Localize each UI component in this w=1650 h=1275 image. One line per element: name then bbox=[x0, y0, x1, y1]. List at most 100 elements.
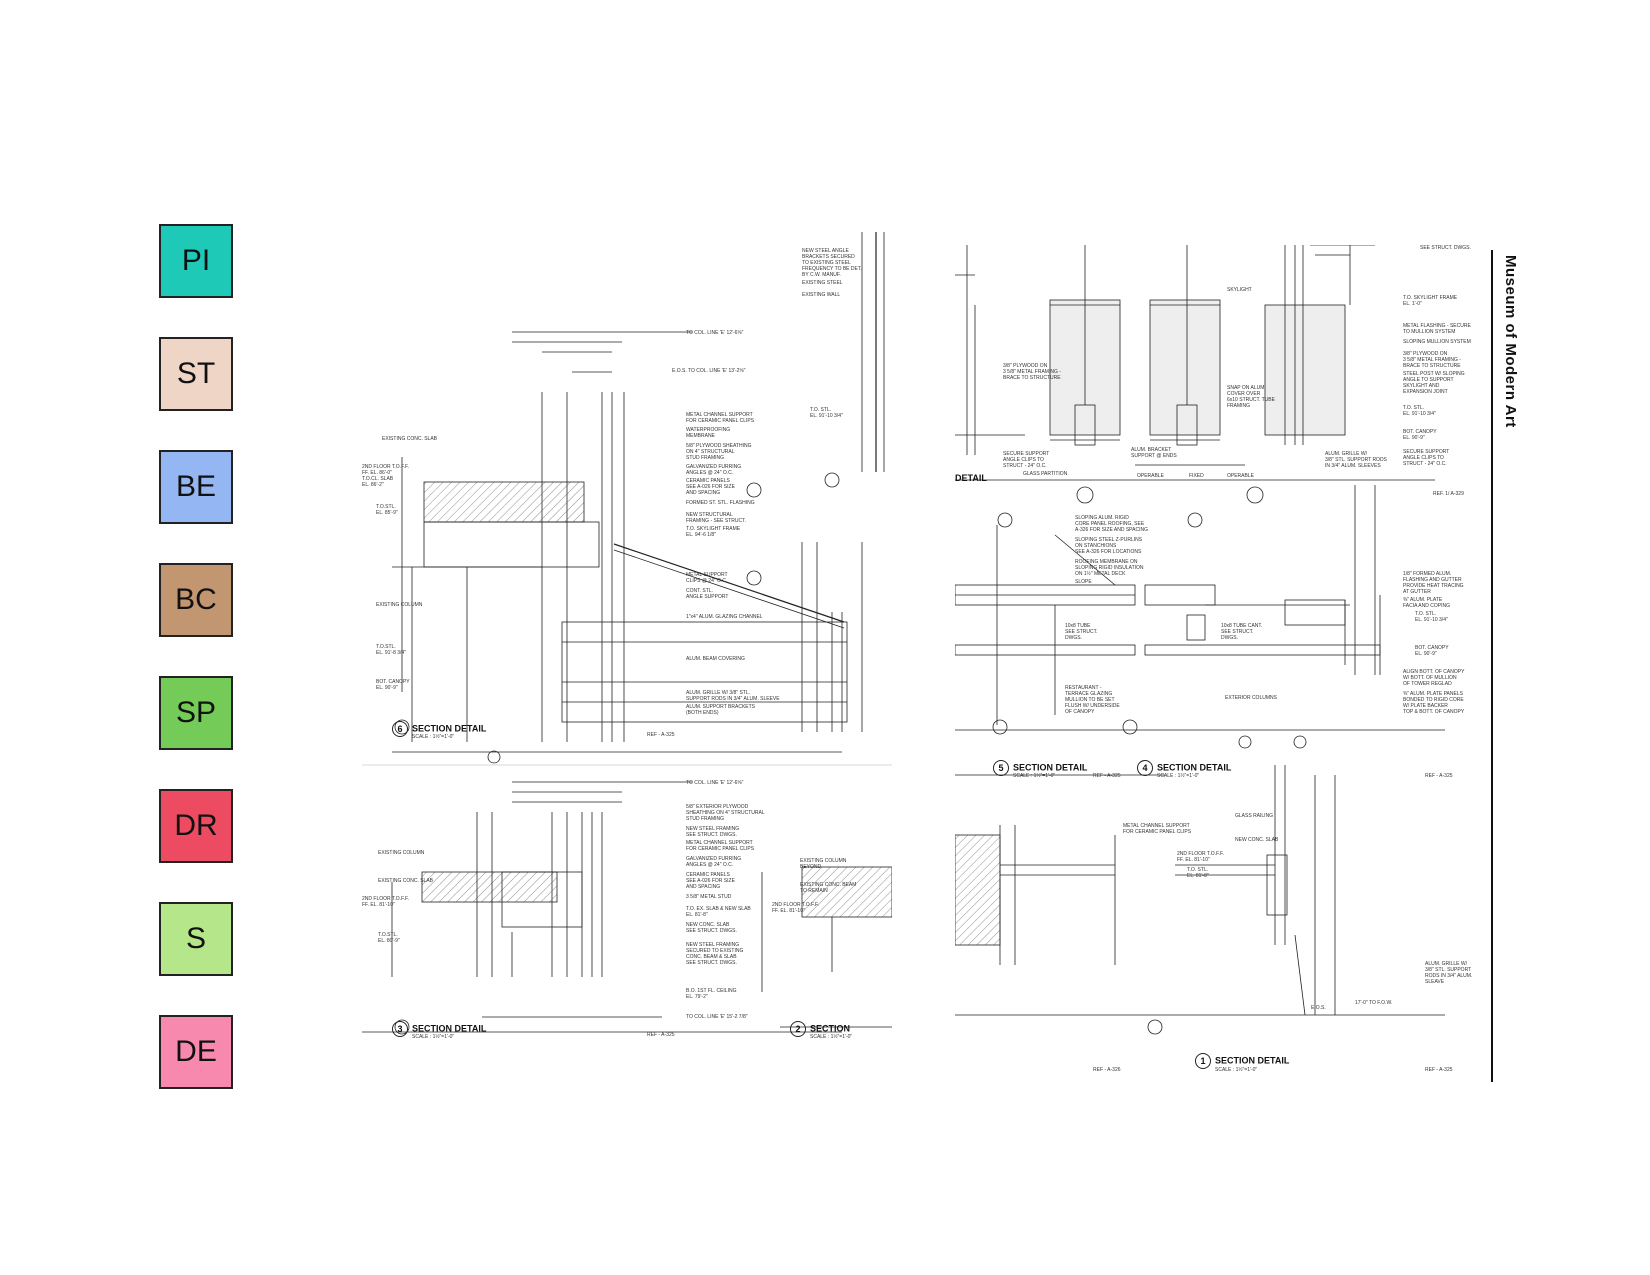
note-glass-partition: GLASS PARTITION bbox=[1023, 471, 1068, 477]
note-2nd-floor-r: 2ND FLOOR T.O.F.F.FF. EL. 81'-10" bbox=[1177, 851, 1224, 863]
detail-4-scale: SCALE : 1½"=1'-0" bbox=[1157, 773, 1200, 779]
note-to-stl-2: T.O.STL.EL. 85'-9" bbox=[376, 504, 398, 516]
detail-4-title: 4 SECTION DETAIL bbox=[1137, 760, 1231, 776]
detail-1-ref: REF - A-325 bbox=[1425, 1067, 1453, 1073]
top-detail-title: DETAIL bbox=[955, 473, 987, 483]
note-formed-flashing: FORMED ST. STL. FLASHING bbox=[686, 500, 755, 506]
detail-1-title-text: SECTION DETAIL bbox=[1215, 1055, 1290, 1066]
note-new-conc-slab: NEW CONC. SLAB bbox=[1235, 837, 1279, 843]
detail-5-number: 5 bbox=[993, 760, 1009, 776]
detail-3-title: 3 SECTION DETAIL bbox=[392, 1021, 486, 1037]
detail-1-number: 1 bbox=[1195, 1053, 1211, 1069]
note-metal-stud: 3 5/8" METAL STUD bbox=[686, 894, 732, 900]
note-existing-column: EXISTING COLUMN bbox=[376, 602, 423, 608]
note-alum-grille: ALUM. GRILLE W/ 3/8" STL.SUPPORT RODS IN… bbox=[686, 690, 780, 702]
note-operable-2: OPERABLE bbox=[1227, 473, 1254, 479]
detail-3-title-text: SECTION DETAIL bbox=[412, 1023, 487, 1034]
note-beam-covering: ALUM. BEAM COVERING bbox=[686, 656, 745, 662]
detail-ref-a329: REF. 1/ A-329 bbox=[1433, 491, 1464, 497]
detail-5-title-text: SECTION DETAIL bbox=[1013, 762, 1088, 773]
detail-5-ref: REF - A-325 bbox=[1093, 773, 1121, 779]
detail-5-title: 5 SECTION DETAIL bbox=[993, 760, 1087, 776]
note-exterior-columns: EXTERIOR COLUMNS bbox=[1225, 695, 1277, 701]
note-tube-cant: 10x8 TUBE CANT.SEE STRUCT.DWGS. bbox=[1221, 623, 1263, 641]
note-eos-r: E.O.S. bbox=[1311, 1005, 1326, 1011]
detail-3-number: 3 bbox=[392, 1021, 408, 1037]
sheet-title: Museum of Modern Art bbox=[1502, 255, 1519, 428]
detail-4-title-text: SECTION DETAIL bbox=[1157, 762, 1232, 773]
note-glass-railing: GLASS RAILING bbox=[1235, 813, 1274, 819]
detail-2-title: 2 SECTION bbox=[790, 1021, 850, 1037]
legend-item-pi: PI bbox=[159, 224, 233, 298]
detail-6-title: 6 SECTION DETAIL bbox=[392, 721, 486, 737]
note-cont-angle: CONT. STL.ANGLE SUPPORT bbox=[686, 588, 729, 600]
detail-2-number: 2 bbox=[790, 1021, 806, 1037]
detail-6-title-text: SECTION DETAIL bbox=[412, 723, 487, 734]
legend-item-bc: BC bbox=[159, 563, 233, 637]
detail-6-scale: SCALE : 1½"=1'-0" bbox=[412, 734, 455, 740]
detail-6-ref: REF - A-325 bbox=[647, 732, 675, 738]
left-sheet-linework bbox=[362, 232, 892, 1035]
detail-5-scale: SCALE : 1½"=1'-0" bbox=[1013, 773, 1056, 779]
note-existing-slab: EXISTING CONC. SLAB bbox=[382, 436, 438, 442]
detail-2-scale: SCALE : 1½"=1'-0" bbox=[810, 1034, 853, 1040]
note-to-fow: 17'-0" TO F.O.W. bbox=[1355, 1000, 1393, 1006]
note-existing-wall: EXISTING WALL bbox=[802, 292, 841, 298]
note-col-line-1: TO COL. LINE 'E' 12'-6⅝" bbox=[686, 330, 744, 336]
detail-1-scale: SCALE : 1½"=1'-0" bbox=[1215, 1067, 1258, 1073]
note-to-stl: T.O. STL.EL. 91'-10 3/4" bbox=[810, 407, 843, 419]
note-2nd-floor-2: 2ND FLOOR T.O.F.F.FF. EL. 81'-10" bbox=[362, 896, 409, 908]
detail-3-ref: REF - A-325 bbox=[647, 1032, 675, 1038]
note-alum-brackets: ALUM. SUPPORT BRACKETS(BOTH ENDS) bbox=[686, 704, 755, 716]
note-see-struct: SEE STRUCT. DWGS. bbox=[1420, 245, 1471, 251]
note-to-stl-3: T.O.STL.EL. 91'-8 3/4" bbox=[376, 644, 406, 656]
note-to-stl-r3: T.O. STL.EL. 81'-8" bbox=[1187, 867, 1209, 879]
legend-item-be: BE bbox=[159, 450, 233, 524]
legend-item-de: DE bbox=[159, 1015, 233, 1089]
detail-6-number: 6 bbox=[392, 721, 408, 737]
note-skylight: SKYLIGHT bbox=[1227, 287, 1252, 293]
legend-item-sp: SP bbox=[159, 676, 233, 750]
note-fixed: FIXED bbox=[1189, 473, 1204, 479]
detail-2-title-text: SECTION bbox=[810, 1023, 851, 1034]
note-sloping-mullion: SLOPING MULLION SYSTEM bbox=[1403, 339, 1471, 345]
note-slope: SLOPE bbox=[1075, 579, 1092, 585]
note-existing-column-2: EXISTING COLUMN bbox=[378, 850, 425, 856]
detail-4-ref: REF - A-325 bbox=[1425, 773, 1453, 779]
note-2nd-floor: 2ND FLOOR T.O.F.F.FF. EL. 86'-0"T.O.CL. … bbox=[362, 464, 409, 488]
detail-4-number: 4 bbox=[1137, 760, 1153, 776]
